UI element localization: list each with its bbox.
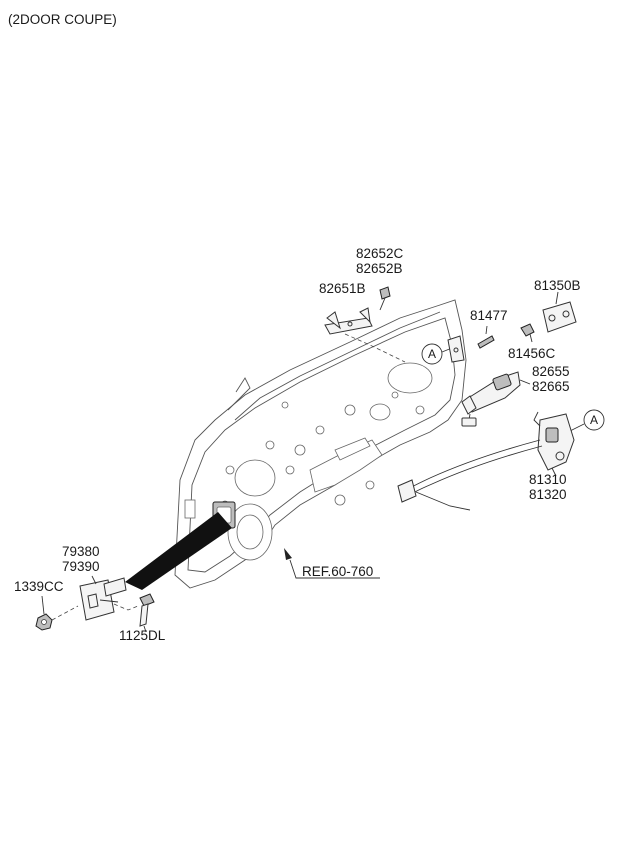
label-82652b: 82652B <box>356 261 403 276</box>
label-82655: 82655 <box>532 364 570 379</box>
latch-cable <box>397 439 543 511</box>
screw-81456c <box>520 323 535 343</box>
outside-handle-82651b <box>324 307 406 363</box>
ref-callout: REF.60-760 <box>284 548 380 579</box>
label-81350b: 81350B <box>534 278 581 293</box>
label-81310: 81310 <box>529 472 567 487</box>
callout-a-upper: A <box>421 343 453 365</box>
callout-a-right: A <box>567 409 605 433</box>
label-1125dl: 1125DL <box>119 628 166 643</box>
bolt-1125dl <box>139 593 155 633</box>
door-panel <box>174 299 467 589</box>
diagram-title: (2DOOR COUPE) <box>8 12 117 27</box>
bolt-81477 <box>477 325 495 349</box>
label-82652c: 82652C <box>356 246 404 261</box>
door-latch-81310 <box>533 411 575 477</box>
handle-clip-82652b <box>379 286 391 311</box>
label-79380: 79380 <box>62 544 100 559</box>
label-81477: 81477 <box>470 308 508 323</box>
door-checker-pointer <box>125 512 232 590</box>
svg-text:A: A <box>590 413 598 427</box>
label-81320: 81320 <box>529 487 567 502</box>
nut-1339cc <box>35 595 79 631</box>
label-82665: 82665 <box>532 379 570 394</box>
inside-lock-bracket <box>447 335 465 363</box>
inside-handle-82655 <box>461 371 531 427</box>
ref-label: REF.60-760 <box>302 564 373 579</box>
label-1339cc: 1339CC <box>14 579 64 594</box>
label-82651b: 82651B <box>319 281 366 296</box>
label-79390: 79390 <box>62 559 100 574</box>
striker-81350b <box>542 291 577 333</box>
label-81456c: 81456C <box>508 346 556 361</box>
door-checker-79380 <box>79 575 139 621</box>
svg-text:A: A <box>428 347 436 361</box>
